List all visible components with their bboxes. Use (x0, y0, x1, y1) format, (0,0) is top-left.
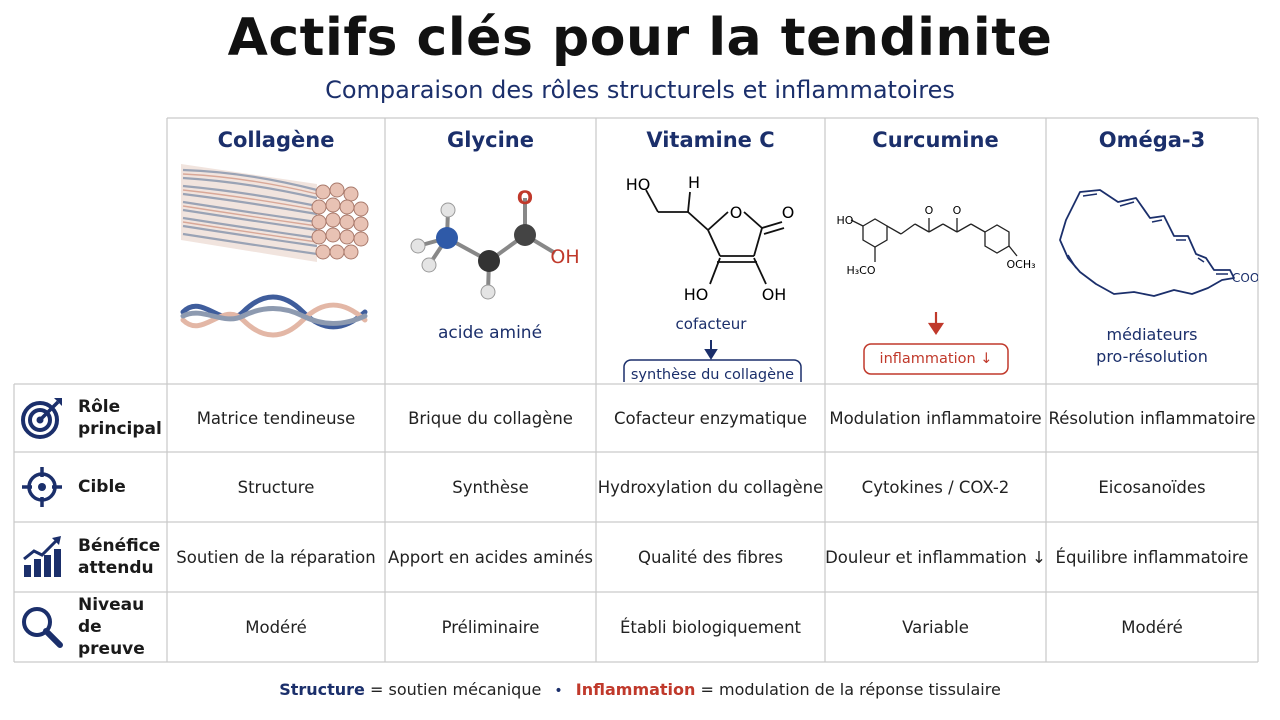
vitamin-c-molecule: HO H O O HO OH cofacteur (623, 173, 802, 382)
row-label-line2: preuve (78, 639, 145, 659)
atom-o2: O (953, 204, 962, 217)
atom-oh-right: OH (762, 285, 787, 304)
table-cell: Équilibre inflammatoire (1055, 547, 1249, 567)
omega-caption-line2: pro-résolution (1096, 347, 1208, 366)
page-subtitle: Comparaison des rôles structurels et inf… (325, 76, 955, 104)
atom-och3: OCH₃ (1006, 258, 1035, 271)
page-title: Actifs clés pour la tendinite (227, 8, 1053, 68)
oxygen-label: O (517, 187, 533, 209)
table-cell: Matrice tendineuse (196, 408, 356, 428)
atom-ho-top: HO (626, 175, 651, 194)
table-cell: Variable (902, 617, 969, 637)
curcumin-molecule: HO O O H₃CO OCH₃ (837, 204, 1036, 375)
column-title: Curcumine (872, 128, 999, 152)
table-cell: Modéré (1121, 617, 1183, 637)
row-label-role: Rôle principal (14, 384, 166, 452)
collagen-bundle (181, 164, 369, 262)
growth-chart-icon (23, 536, 61, 577)
magnifier-icon (22, 607, 63, 648)
atom-ho: HO (837, 214, 854, 227)
column-omega-3: Oméga-3 COOH médiateurs pro-résolution (1046, 118, 1258, 384)
table-cell: Synthèse (452, 477, 529, 497)
inflammation-box: inflammation ↓ (879, 351, 993, 367)
table-cell: Modéré (245, 617, 307, 637)
row-label-line1: Cible (78, 477, 126, 497)
row-label-cible: Cible (14, 452, 166, 522)
legend-structure-def: = soutien mécanique (370, 680, 542, 699)
column-title: Collagène (217, 128, 335, 152)
legend-structure-term: Structure (279, 680, 365, 699)
row-label-niveau: Niveau de preuve (14, 592, 166, 662)
atom-h: H (688, 173, 700, 192)
column-collagene: Collagène (167, 118, 385, 384)
collagen-synthesis-box: synthèse du collagène (630, 367, 795, 383)
table-cell: Cytokines / COX-2 (861, 477, 1010, 497)
column-vitamine-c: Vitamine C HO H O O HO OH cofacteur (596, 118, 825, 384)
table-cell: Modulation inflammatoire (829, 408, 1042, 428)
crosshair-icon (22, 467, 62, 507)
triple-helix (180, 294, 368, 338)
table-cell: Douleur et inflammation ↓ (825, 547, 1046, 567)
table-cell: Hydroxylation du collagène (597, 477, 824, 497)
column-title: Vitamine C (646, 128, 775, 152)
atom-cooh: COOH (1232, 271, 1258, 285)
cofactor-label: cofacteur (676, 315, 748, 333)
glycine-caption: acide aminé (438, 323, 542, 343)
table-cell: Résolution inflammatoire (1048, 408, 1256, 428)
column-title: Glycine (447, 128, 534, 152)
row-label-line2: attendu (78, 558, 154, 578)
omega-3-molecule: COOH médiateurs pro-résolution (1059, 189, 1258, 366)
column-curcumine: Curcumine HO O O H₃CO OCH₃ inflamma (825, 118, 1046, 384)
collagen-fiber-illustration (180, 164, 369, 338)
atom-o-keto: O (782, 203, 795, 222)
hydroxyl-label: OH (550, 246, 579, 268)
row-label-line1: Rôle (78, 397, 121, 417)
legend-separator: • (554, 683, 563, 699)
legend-inflammation-term: Inflammation (575, 680, 696, 699)
legend-inflammation-def: = modulation de la réponse tissulaire (700, 680, 1001, 699)
row-label-line1: Niveau de (78, 595, 145, 637)
row-label-benefice: Bénéfice attendu (14, 522, 166, 592)
atom-ho-left: HO (684, 285, 709, 304)
table-cell: Brique du collagène (408, 408, 573, 428)
row-label-line2: principal (78, 419, 162, 439)
down-arrow-icon (927, 312, 945, 335)
atom-o1: O (925, 204, 934, 217)
omega-caption-line1: médiateurs (1106, 325, 1197, 344)
table-cell: Soutien de la réparation (176, 547, 376, 567)
table-cell: Qualité des fibres (637, 547, 784, 567)
table-cell: Apport en acides aminés (388, 547, 593, 567)
table-cell: Structure (237, 477, 315, 497)
legend: Structure = soutien mécanique • Inflamma… (0, 680, 1280, 699)
down-arrow-icon (704, 340, 718, 360)
row-label-line1: Bénéfice (78, 536, 161, 556)
table-cell: Établi biologiquement (619, 617, 802, 637)
table-cell: Préliminaire (441, 617, 540, 637)
column-title: Oméga-3 (1098, 128, 1206, 152)
glycine-molecule: O OH acide aminé (410, 187, 580, 343)
table-cell: Cofacteur enzymatique (613, 408, 808, 428)
table-cell: Eicosanoïdes (1098, 477, 1206, 497)
atom-o-ring: O (730, 203, 743, 222)
column-glycine: Glycine O OH acide aminé (385, 118, 596, 384)
atom-h3co: H₃CO (846, 264, 875, 277)
target-icon (21, 398, 62, 439)
